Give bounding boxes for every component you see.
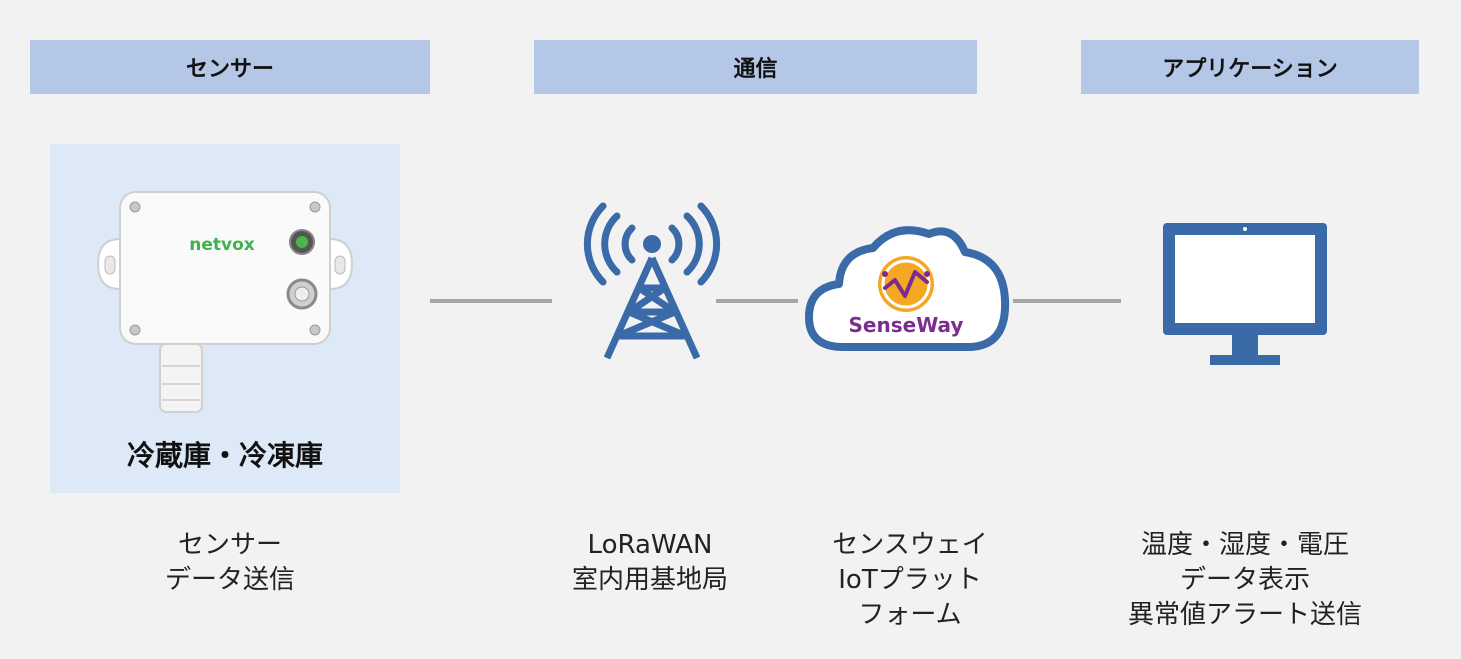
description-line: 温度・湿度・電圧 [1140, 530, 1349, 560]
header-communication: 通信 [534, 40, 977, 94]
description-line: 室内用基地局 [571, 565, 728, 595]
description-line: センサー [177, 530, 282, 560]
description-line: LoRaWAN [587, 530, 713, 560]
sensor-panel: netvox 冷蔵庫・冷凍庫 [50, 144, 400, 493]
description-line: 異常値アラート送信 [1127, 600, 1362, 630]
monitor-icon [1163, 223, 1327, 365]
header-sensor-label: センサー [185, 57, 274, 82]
sensor-device-image: netvox [96, 191, 354, 413]
header-application: アプリケーション [1081, 40, 1419, 94]
senseway-logo-text: SenseWay [849, 313, 964, 337]
netvox-logo: netvox [189, 235, 255, 255]
connector-line [1013, 299, 1121, 303]
description-gateway: LoRaWAN 室内用基地局 [520, 528, 780, 598]
connector-line [716, 299, 798, 303]
radio-tower-icon [583, 202, 721, 360]
header-application-label: アプリケーション [1162, 57, 1338, 82]
cloud-icon: SenseWay [805, 226, 1010, 351]
description-line: データ送信 [164, 565, 295, 595]
sensor-caption: 冷蔵庫・冷凍庫 [126, 439, 323, 472]
connector-line [430, 299, 552, 303]
header-communication-label: 通信 [733, 57, 778, 82]
header-sensor: センサー [30, 40, 430, 94]
description-line: センスウェイ [832, 530, 988, 560]
description-cloud: センスウェイ IoTプラット フォーム [780, 528, 1040, 633]
description-sensor: センサー データ送信 [100, 528, 360, 598]
description-line: フォーム [858, 600, 962, 630]
description-line: データ表示 [1179, 565, 1310, 595]
description-line: IoTプラット [838, 565, 982, 595]
description-application: 温度・湿度・電圧 データ表示 異常値アラート送信 [1105, 528, 1385, 633]
